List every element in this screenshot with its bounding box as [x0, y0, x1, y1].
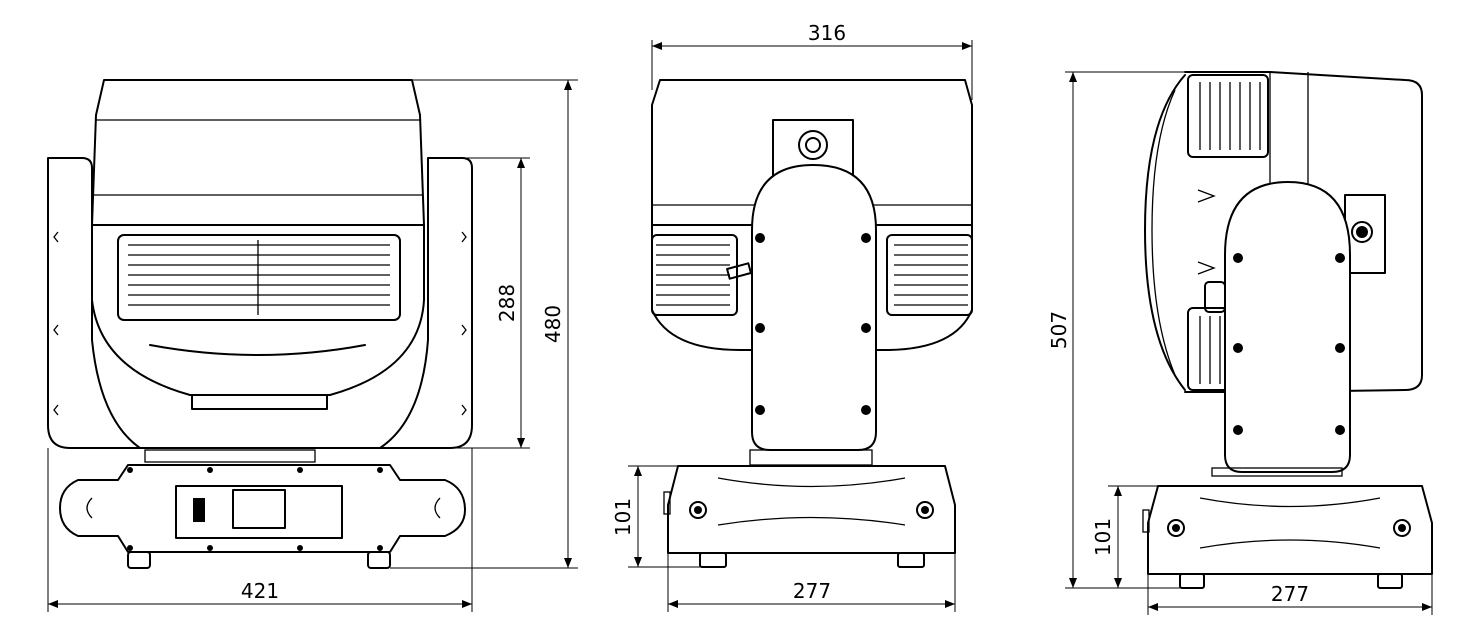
dim-tilted-base-width: 277: [1271, 582, 1309, 606]
tilted-view: 507 101 277: [1047, 71, 1433, 615]
tilted-arm-screws: [1233, 253, 1345, 435]
dim-front-width: 421: [241, 579, 279, 603]
side-arm-screws: [755, 233, 871, 415]
front-view: 421 480 288: [47, 79, 578, 612]
dim-side-base-width: 277: [793, 579, 831, 603]
dim-tilted-base-height: 101: [1091, 518, 1115, 556]
dim-side-width: 316: [808, 21, 846, 45]
side-view: 316 277 101: [611, 21, 973, 612]
front-yoke-marks: [53, 231, 467, 416]
dim-tilted-height: 507: [1047, 311, 1071, 349]
side-grille-slats: [656, 244, 968, 306]
front-base-screws: [127, 467, 383, 551]
dim-front-yoke-height: 288: [495, 284, 519, 322]
dim-front-height: 480: [541, 305, 565, 343]
dim-side-base-height: 101: [611, 498, 635, 536]
front-grille-slats: [128, 240, 390, 315]
